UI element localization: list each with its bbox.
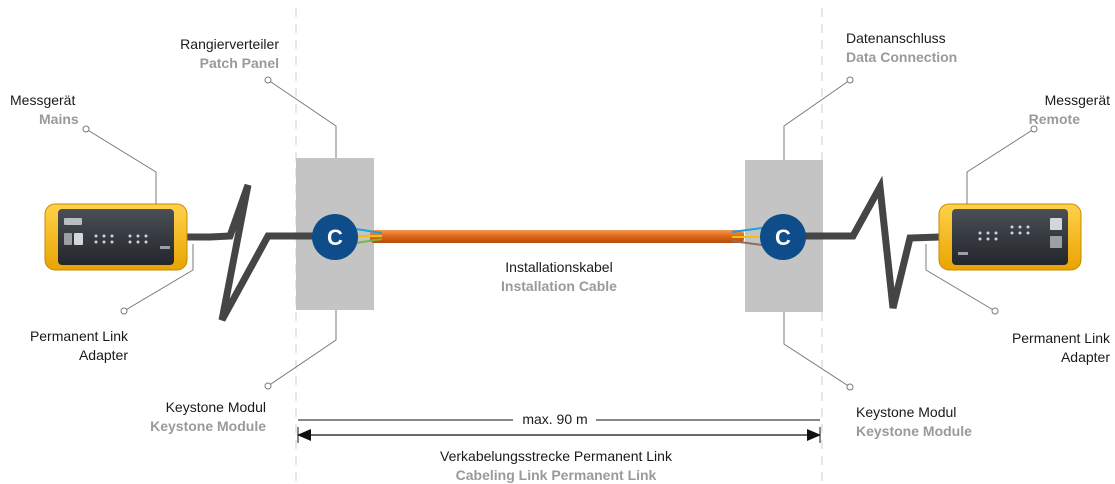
data-connection-label-en: Data Connection [846,49,957,65]
link-label-de: Verkabelungsstrecke Permanent Link [440,448,673,464]
tester-remote-label-en: Remote [1029,111,1081,127]
distance-dimension-arrow [297,419,821,443]
left-patch-cord [182,183,314,322]
pl-adapter-right-label-line2: Adapter [1061,349,1110,365]
keystone-left-label-de: Keystone Modul [166,399,266,415]
right-connector-icon: C [760,214,806,260]
pl-adapter-right-label-line1: Permanent Link [1012,330,1111,346]
tester-main-label-de: Messgerät [10,92,75,108]
left-connector-icon: C [312,214,358,260]
right-patch-cord [805,175,941,309]
right-connector-symbol: C [775,225,791,250]
leader-lines [82,76,1038,391]
patch-panel-label-en: Patch Panel [200,55,279,71]
installation-cable-label-de: Installationskabel [505,259,612,275]
installation-cable [370,230,744,243]
keystone-right-label-de: Keystone Modul [856,404,956,420]
tester-main-label-en: Mains [39,111,79,127]
keystone-left-label-en: Keystone Module [150,418,266,434]
pl-adapter-left-label-line2: Adapter [79,347,128,363]
keystone-right-label-en: Keystone Module [856,423,972,439]
data-connection-label-de: Datenanschluss [846,30,946,46]
right-cable-wires [731,227,763,246]
left-connector-symbol: C [327,225,343,250]
left-cable-wires [355,228,383,244]
patch-panel-label-de: Rangierverteiler [180,36,279,52]
tester-remote-label-de: Messgerät [1045,92,1110,108]
installation-cable-label-en: Installation Cable [501,278,617,294]
tester-main-device-icon [44,203,188,271]
link-label-en: Cabeling Link Permanent Link [456,467,657,483]
distance-label: max. 90 m [522,411,587,427]
pl-adapter-left-label-line1: Permanent Link [30,328,129,344]
tester-remote-device-icon [938,203,1082,271]
